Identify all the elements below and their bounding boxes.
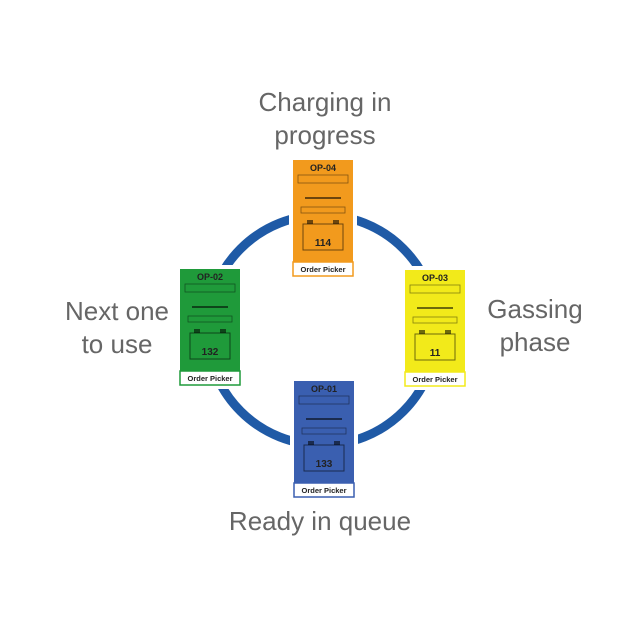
card-footer: [292, 261, 354, 277]
battery-footer: Order Picker: [187, 374, 232, 383]
stage-label-queue: Ready in queue: [180, 505, 460, 538]
battery-terminal: [333, 220, 339, 224]
battery-footer: Order Picker: [301, 486, 346, 495]
battery-id: OP-01: [311, 384, 337, 394]
battery-id: OP-03: [422, 273, 448, 283]
battery-terminal: [445, 330, 451, 334]
card-panel: [184, 283, 236, 293]
battery-terminal: [334, 441, 340, 445]
battery-terminal: [194, 329, 200, 333]
battery-number: 114: [315, 238, 332, 249]
card-panel: [297, 174, 349, 184]
card-footer: [179, 370, 241, 386]
battery-number: 133: [316, 459, 333, 470]
card-panel: [300, 206, 346, 214]
battery-terminal: [308, 441, 314, 445]
battery-number: 11: [430, 348, 441, 359]
battery-number: 132: [202, 347, 219, 358]
battery-glyph: [414, 333, 456, 361]
stage-label-next: Next one to use: [42, 295, 192, 361]
card-footer: [404, 371, 466, 387]
stage-label-gassing: Gassing phase: [470, 293, 600, 359]
card-panel: [301, 427, 347, 435]
battery-terminal: [307, 220, 313, 224]
battery-id: OP-04: [310, 163, 336, 173]
stage-label-line: phase: [499, 327, 571, 357]
battery-terminal: [220, 329, 226, 333]
stage-label-line: progress: [274, 120, 376, 150]
card-panel: [187, 315, 233, 323]
battery-footer: Order Picker: [412, 375, 457, 384]
stage-label-charging: Charging in progress: [225, 86, 425, 152]
stage-label-line: Gassing: [487, 294, 583, 324]
battery-id: OP-02: [197, 272, 223, 282]
stage-label-line: Next one: [64, 296, 170, 326]
battery-glyph: [302, 223, 344, 251]
battery-glyph: [303, 444, 345, 472]
card-panel: [412, 316, 458, 324]
battery-footer: Order Picker: [300, 265, 345, 274]
stage-label-line: to use: [81, 329, 153, 359]
battery-glyph: [189, 332, 231, 360]
card-panel: [298, 395, 350, 405]
card-footer: [293, 482, 355, 498]
stage-label-line: Ready in queue: [228, 506, 412, 536]
battery-terminal: [419, 330, 425, 334]
stage-label-line: Charging in: [258, 87, 392, 117]
card-panel: [409, 284, 461, 294]
